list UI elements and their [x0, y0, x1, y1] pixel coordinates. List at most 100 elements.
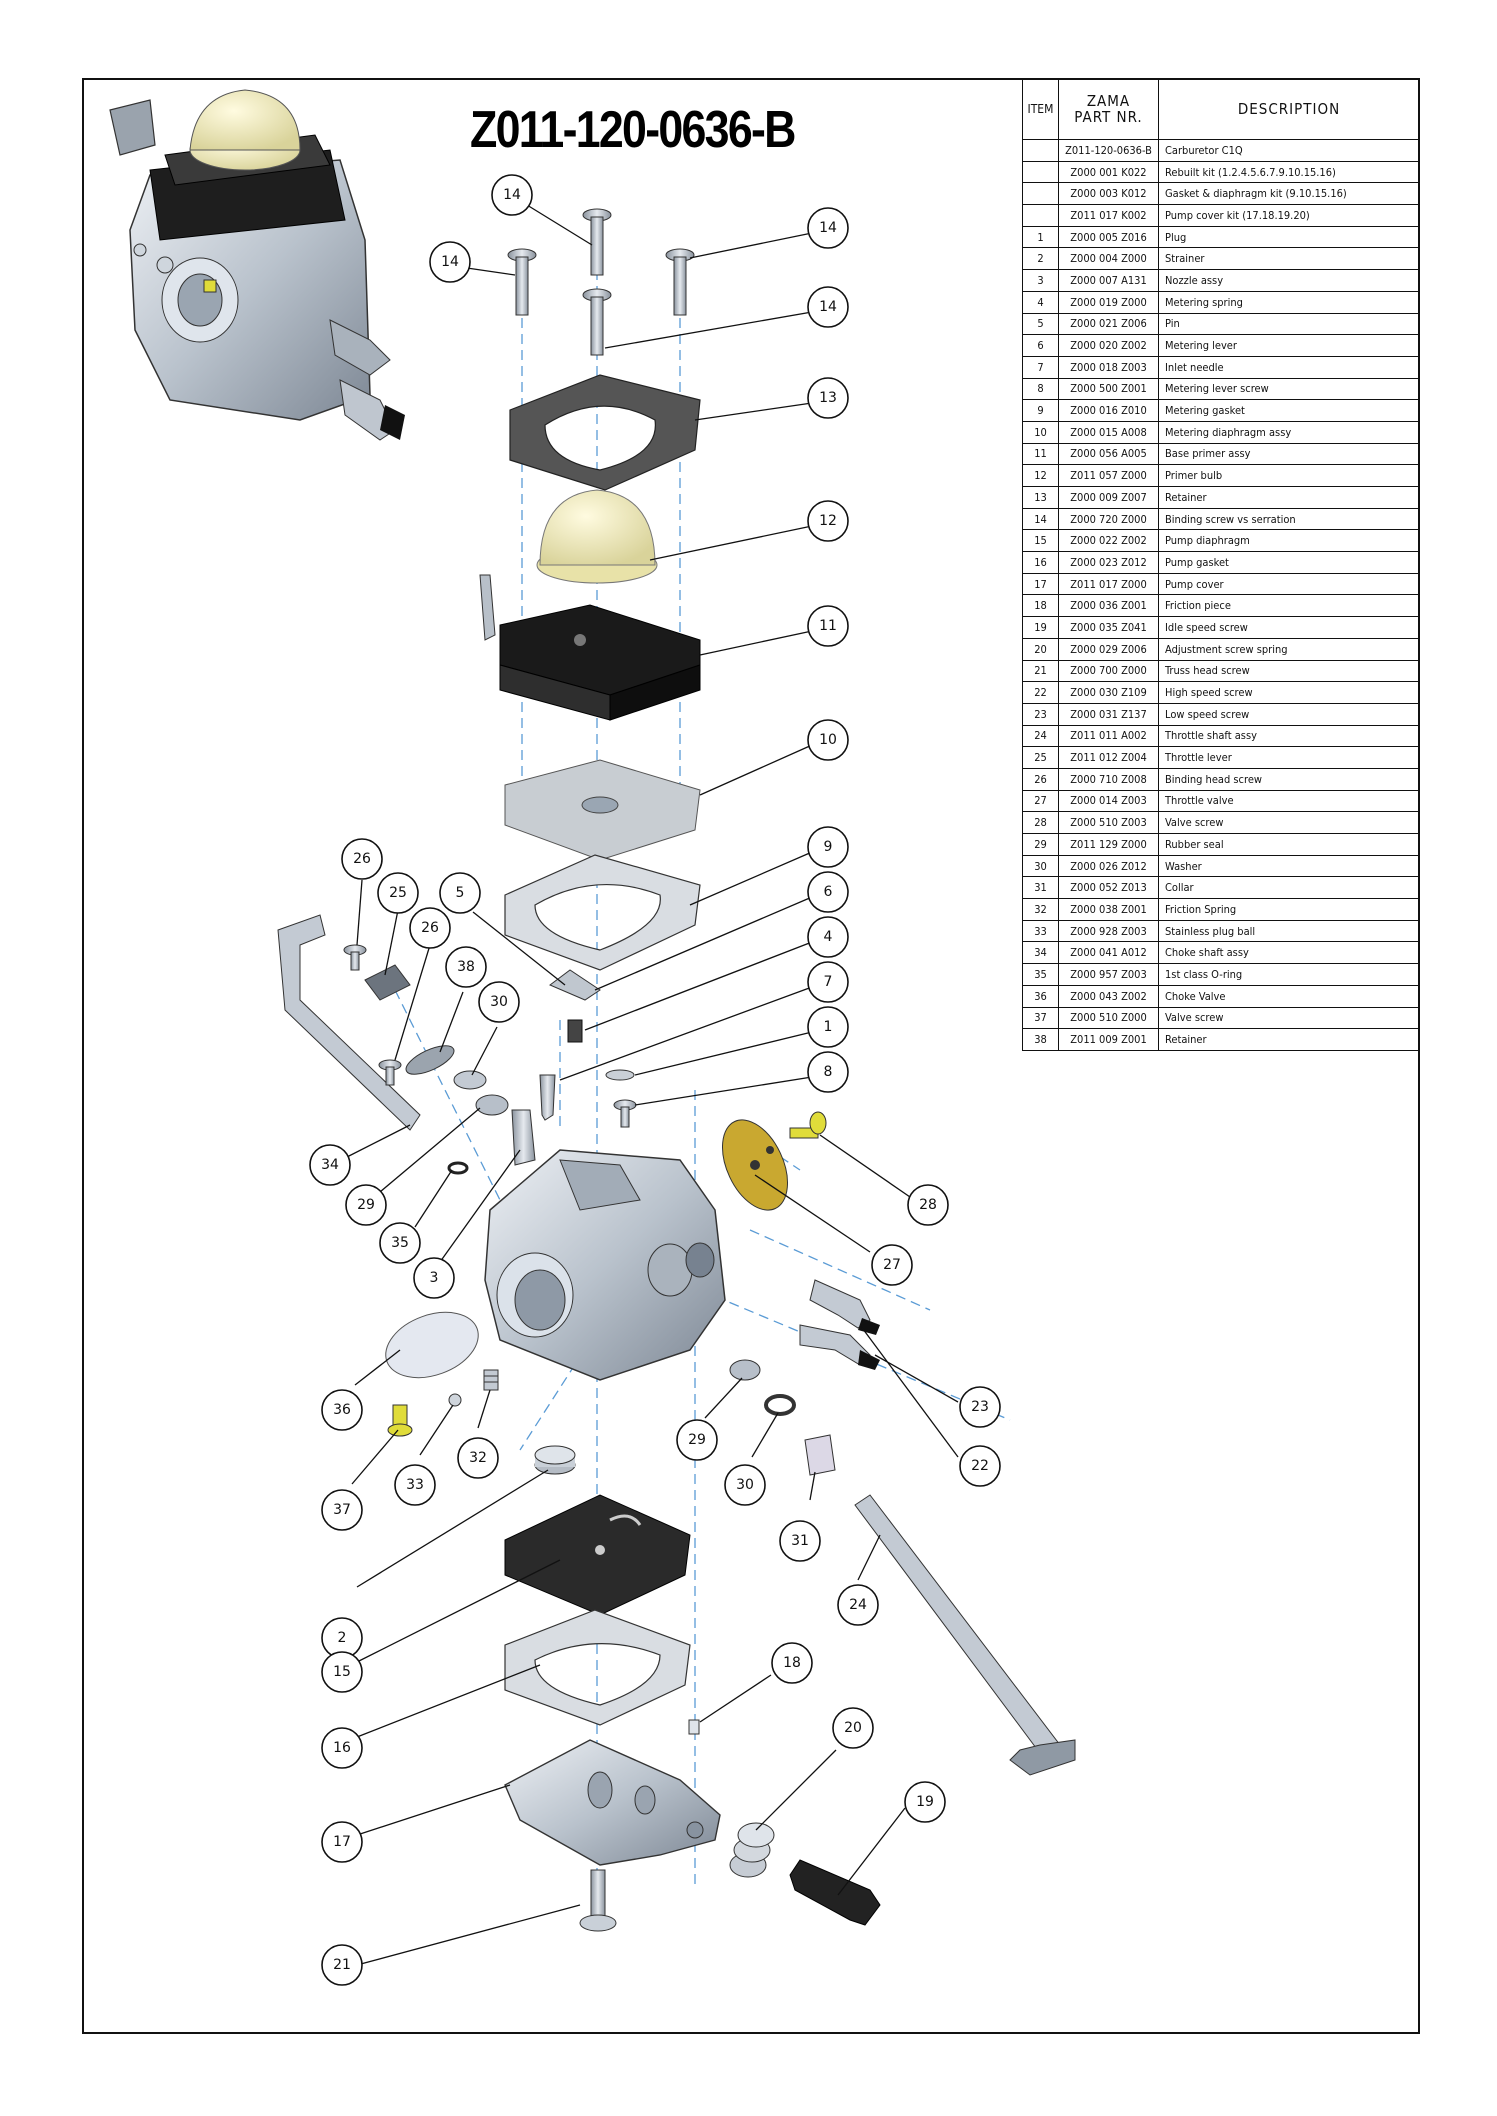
callout-item-23: 23 [959, 1386, 1001, 1428]
cell-item: 36 [1022, 984, 1059, 1008]
valve-screw-28 [789, 1111, 827, 1139]
callout-item-29: 29 [345, 1184, 387, 1226]
callout-item-20: 20 [832, 1707, 874, 1749]
callout-item-30: 30 [478, 981, 520, 1023]
cell-description: Friction piece [1158, 594, 1420, 618]
adjustment-spring-20 [729, 1822, 775, 1878]
choke-side-parts [343, 944, 536, 1175]
choke-shaft-34 [277, 914, 421, 1131]
callout-item-16: 16 [321, 1727, 363, 1769]
cell-item: 15 [1022, 529, 1059, 553]
callout-item-3: 3 [413, 1257, 455, 1299]
cell-item: 30 [1022, 854, 1059, 878]
cell-part-number: Z000 720 Z000 [1058, 507, 1159, 531]
callout-item-37: 37 [321, 1489, 363, 1531]
friction-piece-18 [688, 1719, 700, 1735]
cell-part-number: Z011 129 Z000 [1058, 833, 1159, 856]
callout-label: 20 [844, 1720, 862, 1736]
cell-item: 37 [1022, 1006, 1059, 1030]
cell-item: 28 [1022, 811, 1059, 834]
callout-label: 35 [391, 1235, 409, 1251]
cell-item: 22 [1022, 681, 1059, 704]
cell-part-number: Z000 001 K022 [1058, 160, 1159, 184]
callout-label: 18 [783, 1655, 801, 1671]
cell-part-number: Z000 031 Z137 [1058, 702, 1159, 726]
truss-head-screw-21 [579, 1869, 617, 1932]
callout-label: 24 [849, 1597, 867, 1613]
cell-part-number: Z000 029 Z006 [1058, 637, 1159, 661]
callout-label: 1 [824, 1019, 833, 1035]
cell-part-number: Z000 005 Z016 [1058, 225, 1159, 249]
cell-part-number: Z000 957 Z003 [1058, 963, 1159, 986]
idle-speed-screw-19 [789, 1859, 881, 1926]
callout-item-11: 11 [807, 605, 849, 647]
callout-label: 36 [333, 1402, 351, 1418]
cell-part-number: Z000 510 Z000 [1058, 1006, 1159, 1030]
cell-description: Rebuilt kit (1.2.4.5.6.7.9.10.15.16) [1158, 160, 1420, 184]
callout-label: 3 [430, 1270, 439, 1286]
cell-item: 27 [1022, 789, 1059, 813]
cell-description: Throttle lever [1158, 746, 1420, 769]
callout-label: 23 [971, 1399, 989, 1415]
cell-item: 34 [1022, 941, 1059, 965]
cell-part-number: Z000 007 A131 [1058, 269, 1159, 292]
callout-label: 17 [333, 1834, 351, 1850]
callout-label: 2 [338, 1630, 347, 1646]
cell-description: Throttle shaft assy [1158, 724, 1420, 748]
cell-description: Binding head screw [1158, 767, 1420, 791]
cell-part-number: Z000 500 Z001 [1058, 377, 1159, 401]
cell-item [1022, 204, 1059, 227]
callout-label: 33 [406, 1477, 424, 1493]
callout-item-34: 34 [309, 1144, 351, 1186]
cell-item: 9 [1022, 399, 1059, 422]
callout-label: 22 [971, 1458, 989, 1474]
header-part-line2: PART NR. [1074, 108, 1143, 126]
cell-item: 21 [1022, 659, 1059, 683]
cell-description: Retainer [1158, 486, 1420, 509]
cell-description: Metering spring [1158, 290, 1420, 314]
callout-label: 29 [357, 1197, 375, 1213]
cell-description: Valve screw [1158, 811, 1420, 834]
callout-label: 11 [819, 618, 837, 634]
header-item: ITEM [1022, 78, 1059, 140]
callout-item-25: 25 [377, 872, 419, 914]
callout-bubbles: 1414141413121110964718526252638303429353… [309, 174, 1001, 1986]
metering-diaphragm-10 [504, 759, 701, 861]
leader-lines [344, 204, 959, 1966]
callout-label: 19 [916, 1794, 934, 1810]
callout-label: 25 [389, 885, 407, 901]
callout-item-6: 6 [807, 871, 849, 913]
cell-item [1022, 160, 1059, 184]
callout-item-14: 14 [491, 174, 533, 216]
cell-item: 26 [1022, 767, 1059, 791]
cell-description: Metering lever screw [1158, 377, 1420, 401]
callout-label: 14 [441, 254, 459, 270]
cell-part-number: Z000 056 A005 [1058, 442, 1159, 466]
cell-item: 17 [1022, 572, 1059, 596]
cell-part-number: Z000 710 Z008 [1058, 767, 1159, 791]
parts-table-header: ITEM ZAMA PART NR. DESCRIPTION [1022, 78, 1420, 140]
pump-diaphragm-15 [504, 1494, 691, 1616]
callout-item-14: 14 [807, 207, 849, 249]
callout-label: 7 [824, 974, 833, 990]
cell-part-number: Z011 012 Z004 [1058, 746, 1159, 769]
